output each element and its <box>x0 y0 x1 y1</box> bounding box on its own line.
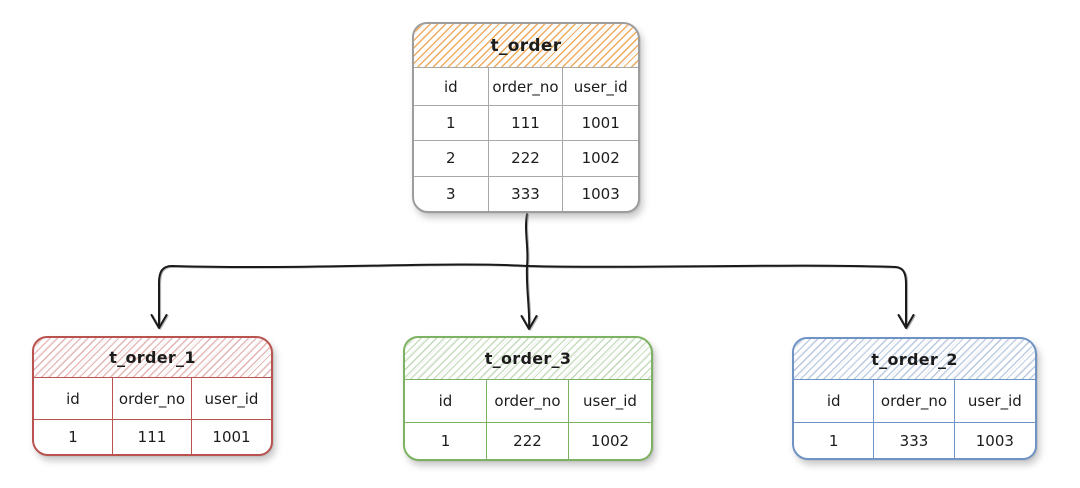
column-header-user-id: user_id <box>563 67 638 105</box>
column-header-id: id <box>34 377 113 419</box>
table-title: t_order_3 <box>405 338 651 379</box>
column-header-order-no: order_no <box>874 379 955 422</box>
arrow-to-t-order-3 <box>525 265 531 328</box>
table-cell: 333 <box>488 175 564 211</box>
table-cell: 222 <box>487 422 569 459</box>
arrowhead-t-order-1-icon <box>150 314 168 329</box>
table-t-order-1: t_order_1 id order_no user_id 1 111 1001 <box>32 336 273 456</box>
table-cell: 3 <box>414 175 489 211</box>
arrowhead-t-order-3-icon <box>520 315 538 330</box>
table-cell: 111 <box>488 105 564 141</box>
table-cell: 333 <box>874 422 955 458</box>
table-cell: 1003 <box>954 422 1035 458</box>
column-header-order-no: order_no <box>487 379 569 422</box>
column-header-user-id: user_id <box>569 379 651 422</box>
table-cell: 1002 <box>569 422 651 459</box>
table-cell: 1001 <box>563 105 638 140</box>
table-cell: 111 <box>113 419 192 454</box>
table-cell: 1001 <box>192 419 271 454</box>
table-cell: 2 <box>414 140 489 176</box>
arrowhead-t-order-2-icon <box>897 314 915 329</box>
table-cell: 1 <box>34 419 113 454</box>
table-cell: 1 <box>794 422 875 458</box>
table-cell: 1 <box>405 422 487 459</box>
column-header-id: id <box>794 379 875 422</box>
table-cell: 222 <box>488 140 564 176</box>
column-header-id: id <box>405 379 487 422</box>
table-t-order: t_order id order_no user_id 1 111 1001 2… <box>412 22 640 213</box>
arrow-to-t-order-1 <box>158 263 528 328</box>
table-title: t_order_2 <box>794 339 1035 379</box>
table-cell: 1 <box>414 105 489 141</box>
column-header-id: id <box>414 67 489 105</box>
column-header-order-no: order_no <box>488 67 564 105</box>
column-header-user-id: user_id <box>192 377 271 419</box>
table-cell: 1003 <box>563 175 638 211</box>
table-t-order-2: t_order_2 id order_no user_id 1 333 1003 <box>792 337 1037 460</box>
table-title: t_order <box>414 24 638 67</box>
column-header-user-id: user_id <box>954 379 1035 422</box>
column-header-order-no: order_no <box>113 377 192 419</box>
arrow-to-t-order-2 <box>526 264 907 328</box>
table-title: t_order_1 <box>34 338 271 377</box>
table-cell: 1002 <box>563 140 638 175</box>
table-t-order-3: t_order_3 id order_no user_id 1 222 1002 <box>403 336 653 461</box>
arrow-stem <box>525 213 529 267</box>
